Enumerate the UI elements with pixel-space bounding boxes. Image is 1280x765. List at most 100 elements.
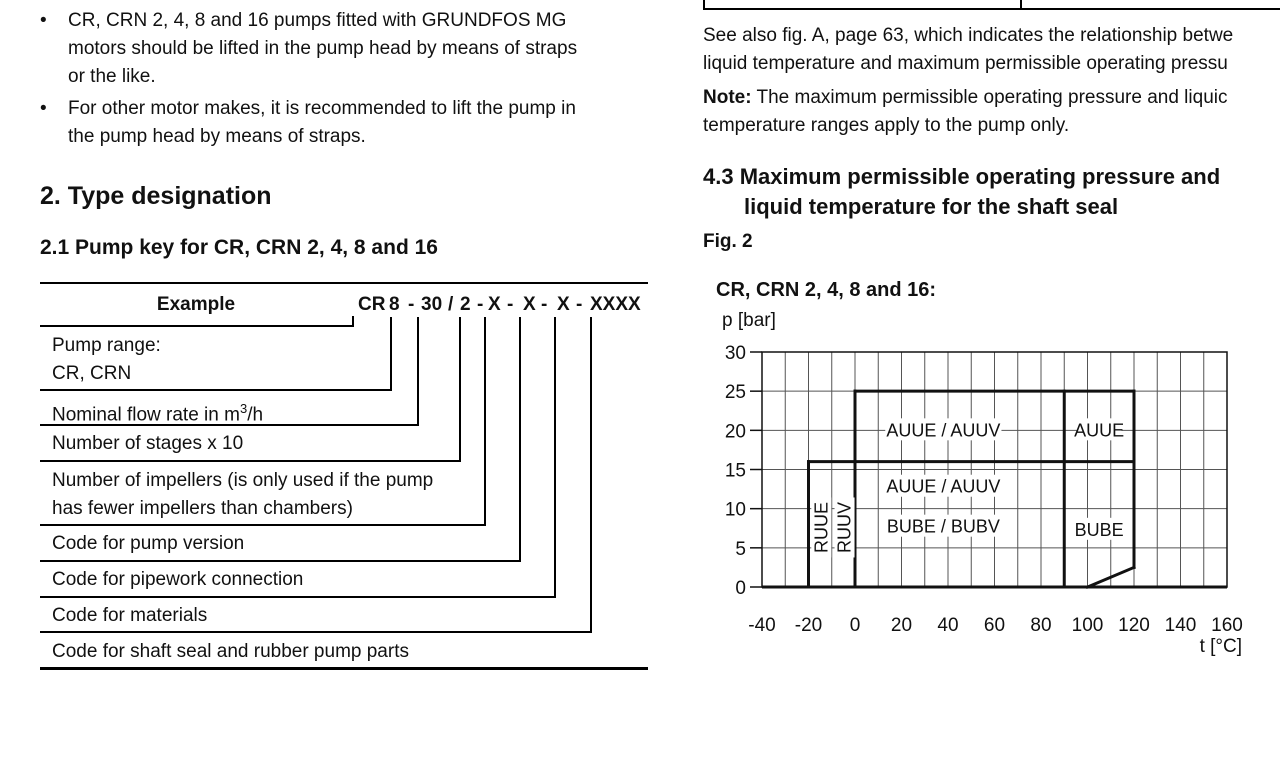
x-tick-label: 100	[1072, 615, 1104, 636]
y-axis-label: p [bar]	[722, 310, 776, 331]
chart-boundary	[807, 389, 1136, 589]
label-backdrop	[834, 497, 855, 558]
rule-nominal-flow	[40, 424, 419, 426]
rule-stages	[40, 460, 461, 462]
code-pipework: X	[523, 294, 536, 315]
chart-grid	[761, 351, 1228, 588]
leader-pump-version	[519, 317, 521, 562]
x-tick-label: 160	[1211, 615, 1243, 636]
code-seal: XXXX	[590, 294, 641, 315]
region-label-rotated: RUUE	[811, 502, 831, 553]
top-table-fragment-divider	[1020, 0, 1022, 10]
note-line-1: The maximum permissible operating pressu…	[751, 87, 1228, 108]
bullet-dot-2: •	[40, 98, 47, 119]
note-label: Note:	[703, 87, 752, 108]
y-tick-label: 10	[725, 500, 746, 521]
top-table-fragment-rule	[703, 8, 1280, 10]
row-pipework: Code for pipework connection	[52, 569, 304, 590]
pressure-temperature-chart: p [bar] AUUE / AUUV AUUE AUUE / AUUV BUBE /…	[722, 310, 1243, 657]
code-cr: CR	[358, 294, 386, 315]
rule-pump-version	[40, 560, 521, 562]
x-tick-label: 60	[984, 615, 1005, 636]
row-pump-range: Pump range: CR, CRN	[52, 332, 161, 388]
example-label: Example	[156, 294, 236, 315]
x-tick-label: -40	[748, 615, 775, 636]
x-tick-label: 40	[937, 615, 958, 636]
code-impellers: 2	[460, 294, 471, 315]
row-nominal-flow-text: Nominal flow rate in m	[52, 404, 240, 426]
chart-title: CR, CRN 2, 4, 8 and 16:	[716, 279, 937, 301]
code-dash-5: -	[576, 294, 583, 315]
bullet-1-line-3: or the like.	[68, 66, 156, 87]
subsection-title: 2.1 Pump key for CR, CRN 2, 4, 8 and 16	[40, 236, 438, 259]
x-tick-label: 80	[1030, 615, 1051, 636]
row-pump-range-line-1: Pump range:	[52, 335, 161, 356]
x-axis-label: t [°C]	[1200, 636, 1242, 657]
example-step	[352, 316, 354, 327]
chart-region-labels: AUUE / AUUV AUUE AUUE / AUUV BUBE / BUBV BUB…	[811, 418, 1124, 558]
region-label: AUUE / AUUV	[886, 420, 1000, 440]
code-stages: 30	[421, 294, 443, 315]
row-shaft-seal: Code for shaft seal and rubber pump part…	[52, 641, 409, 662]
label-backdrop	[885, 514, 1002, 537]
see-also-paragraph: See also fig. A, page 63, which indicate…	[703, 22, 1233, 78]
code-dash-2: -	[477, 294, 484, 315]
section-4-3-line-2: liquid temperature for the shaft seal	[744, 194, 1119, 219]
code-dash-4: -	[541, 294, 548, 315]
table-top-rule	[40, 282, 648, 284]
note-paragraph: Note: The maximum permissible operating …	[703, 84, 1227, 140]
y-tick-label: 30	[725, 343, 746, 364]
note-line-2: temperature ranges apply to the pump onl…	[703, 115, 1070, 136]
region-label: BUBE / BUBV	[887, 517, 1000, 537]
see-also-line-1: See also fig. A, page 63, which indicate…	[703, 25, 1234, 46]
section-4-3-title: 4.3 Maximum permissible operating pressu…	[703, 162, 1220, 222]
code-flow: 8	[389, 294, 400, 315]
region-label: BUBE	[1075, 520, 1124, 540]
x-tick-label: -20	[795, 615, 822, 636]
leader-materials	[590, 317, 592, 633]
label-backdrop	[1076, 418, 1122, 441]
row-impellers: Number of impellers (is only used if the…	[52, 467, 433, 523]
section-title: 2. Type designation	[40, 182, 272, 210]
bullet-1-line-2: motors should be lifted in the pump head…	[68, 38, 578, 59]
y-tick-label: 20	[725, 421, 746, 442]
code-version: X	[488, 294, 501, 315]
row-nominal-flow: Nominal flow rate in m3/h	[52, 395, 263, 429]
rule-impellers	[40, 524, 486, 526]
bullet-1-line-1: CR, CRN 2, 4, 8 and 16 pumps fitted with…	[68, 10, 567, 31]
rule-materials	[40, 631, 592, 633]
x-tick-label: 140	[1165, 615, 1197, 636]
label-backdrop	[885, 418, 1002, 441]
x-tick-label: 20	[891, 615, 912, 636]
region-label: AUUE / AUUV	[886, 477, 1000, 497]
rule-pipework	[40, 596, 556, 598]
label-backdrop	[811, 497, 832, 558]
row-stages: Number of stages x 10	[52, 433, 244, 454]
section-4-3-line-1: 4.3 Maximum permissible operating pressu…	[703, 164, 1221, 189]
code-dash-1: -	[408, 294, 415, 315]
see-also-line-2: liquid temperature and maximum permissib…	[703, 53, 1228, 74]
leader-pump-range	[390, 317, 392, 391]
example-underline	[40, 325, 354, 327]
y-tick-label: 0	[735, 578, 746, 599]
leader-stages	[459, 317, 461, 462]
row-impellers-line-2: has fewer impellers than chambers)	[52, 498, 353, 519]
row-nominal-flow-suffix: /h	[247, 404, 264, 426]
region-label: AUUE	[1074, 420, 1124, 440]
bullet-dot-1: •	[40, 10, 47, 31]
row-nominal-flow-sup: 3	[239, 401, 248, 416]
top-table-fragment-left	[703, 0, 705, 10]
region-label-rotated: RUUV	[835, 502, 855, 553]
y-tick-label: 15	[725, 461, 746, 482]
leader-impellers	[484, 317, 486, 526]
figure-label: Fig. 2	[703, 231, 753, 252]
code-dash-3: -	[507, 294, 514, 315]
label-backdrop	[1076, 517, 1122, 540]
leader-pipework	[554, 317, 556, 598]
bullet-text-1: CR, CRN 2, 4, 8 and 16 pumps fitted with…	[68, 7, 668, 91]
y-tick-label: 25	[725, 382, 746, 403]
code-slash: /	[448, 294, 454, 315]
table-bottom-rule	[40, 667, 648, 670]
x-tick-label: 120	[1118, 615, 1150, 636]
